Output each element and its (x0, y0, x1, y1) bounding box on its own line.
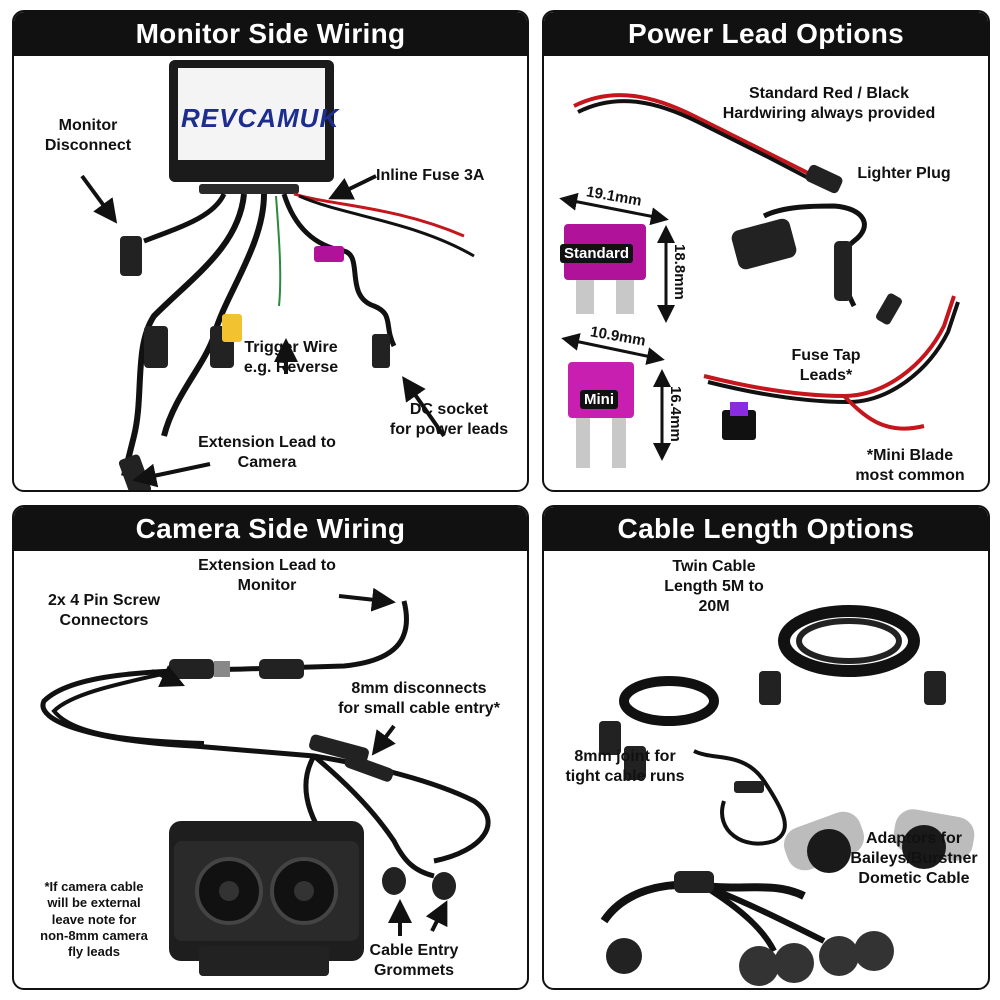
monitor-wiring-illustration: REVCAMUK Monitor Disconnect Inline Fuse … (14, 56, 527, 490)
brand-logo: REVCAMUK (181, 103, 340, 133)
cable-length-illustration: Twin Cable Length 5M to 20M 8mm joint fo… (544, 551, 988, 988)
coiled-cable-icon (778, 605, 920, 677)
label-8mm-disconnects: 8mm disconnects for small cable entry* (338, 680, 500, 717)
camera-wiring-illustration: Extension Lead to Monitor 2x 4 Pin Screw… (14, 551, 527, 988)
adaptor-icon (807, 829, 851, 873)
camera-wiring-drawing (40, 587, 491, 976)
cable-length-drawing (599, 605, 975, 986)
label-mini-blade: *Mini Blade most common (855, 447, 965, 484)
panel-title: Cable Length Options (544, 507, 988, 551)
label-trigger-wire: Trigger Wire e.g. Reverse (243, 339, 339, 376)
adaptor-icon (902, 825, 946, 869)
coiled-cable-icon (619, 676, 719, 726)
label-monitor-disconnect: Monitor Disconnect (44, 117, 132, 154)
grommet-icon (432, 872, 456, 900)
label-8mm-joint: 8mm joint for tight cable runs (565, 748, 685, 785)
standard-fuse-label: Standard (560, 244, 634, 263)
panel-title: Monitor Side Wiring (14, 12, 527, 56)
label-adaptors: Adaptors for Baileys/Burstner Dometic Ca… (850, 830, 978, 887)
grommet-icon (382, 867, 406, 895)
label-fuse-tap: Fuse Tap Leads* (791, 347, 861, 384)
label-standard-red-black: Standard Red / Black Hardwiring always p… (722, 85, 936, 122)
label-lighter-plug: Lighter Plug (857, 165, 951, 182)
standard-fuse-height: 18.8mm (671, 244, 688, 300)
label-inline-fuse: Inline Fuse 3A (376, 167, 485, 184)
label-dc-socket: DC socket for power leads (389, 401, 509, 438)
monitor-wiring-drawing (80, 60, 475, 490)
label-cable-entry-grommets: Cable Entry Grommets (369, 942, 459, 979)
label-screw-connectors: 2x 4 Pin Screw Connectors (47, 592, 161, 629)
label-twin-cable: Twin Cable Length 5M to 20M (664, 558, 764, 615)
panel-camera-side-wiring: Camera Side Wiring (12, 505, 529, 990)
panel-title: Camera Side Wiring (14, 507, 527, 551)
panel-title: Power Lead Options (544, 12, 988, 56)
mini-fuse-height: 16.4mm (667, 386, 684, 442)
label-extension-lead-camera: Extension Lead to Camera (198, 434, 336, 471)
panel-cable-length-options: Cable Length Options (542, 505, 990, 990)
power-lead-illustration: Standard Red / Black Hardwiring always p… (544, 56, 988, 490)
panel-monitor-side-wiring: Monitor Side Wiring (12, 10, 529, 492)
label-external-note: *If camera cable will be external leave … (40, 879, 148, 959)
label-extension-lead-monitor: Extension Lead to Monitor (198, 557, 336, 594)
mini-fuse-label: Mini (580, 390, 618, 409)
panel-power-lead-options: Power Lead Options (542, 10, 990, 492)
